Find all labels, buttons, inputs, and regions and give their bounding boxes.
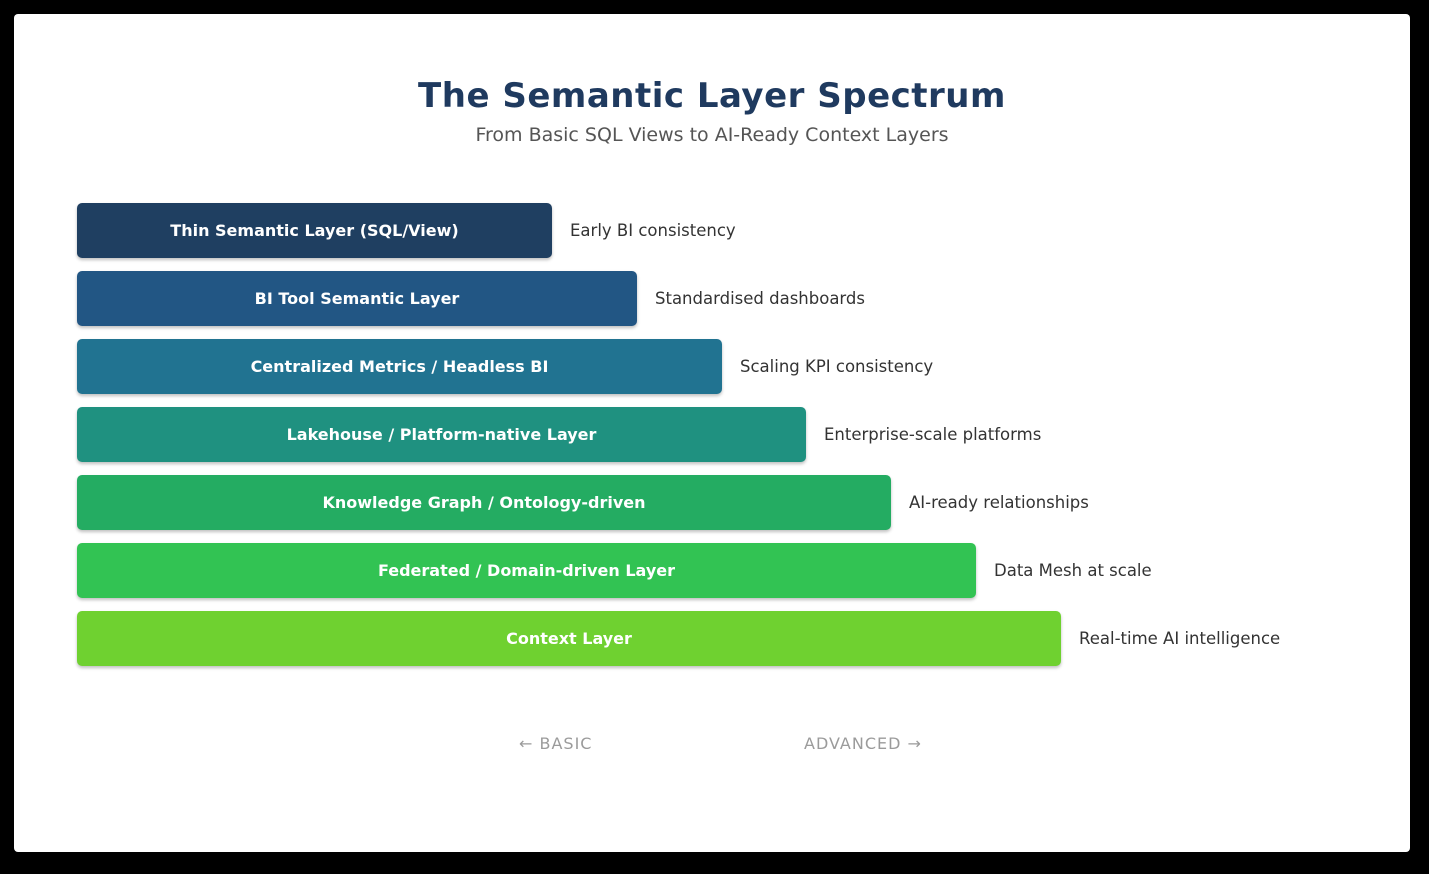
bar-label: Knowledge Graph / Ontology-driven	[322, 493, 646, 512]
page-subtitle: From Basic SQL Views to AI-Ready Context…	[475, 124, 949, 146]
bar-label: BI Tool Semantic Layer	[254, 289, 460, 308]
infographic-card: The Semantic Layer Spectrum From Basic S…	[14, 14, 1410, 852]
bar-row-centralized-metrics: Centralized Metrics / Headless BI Scalin…	[77, 339, 933, 394]
bar-annotation: Data Mesh at scale	[994, 561, 1152, 580]
bar-row-knowledge-graph: Knowledge Graph / Ontology-driven AI-rea…	[77, 475, 1089, 530]
bar-knowledge-graph: Knowledge Graph / Ontology-driven	[77, 475, 891, 530]
bar-row-lakehouse-platform-native: Lakehouse / Platform-native Layer Enterp…	[77, 407, 1041, 462]
bar-annotation: Enterprise-scale platforms	[824, 425, 1042, 444]
bar-row-bi-tool-semantic-layer: BI Tool Semantic Layer Standardised dash…	[77, 271, 865, 326]
bar-centralized-metrics: Centralized Metrics / Headless BI	[77, 339, 722, 394]
bar-row-thin-semantic-layer: Thin Semantic Layer (SQL/View) Early BI …	[77, 203, 736, 258]
bar-annotation: Early BI consistency	[570, 221, 736, 240]
bar-thin-semantic-layer: Thin Semantic Layer (SQL/View)	[77, 203, 552, 258]
page-title: The Semantic Layer Spectrum	[418, 76, 1006, 116]
bar-annotation: Scaling KPI consistency	[740, 357, 934, 376]
bar-context-layer: Context Layer	[77, 611, 1061, 666]
bar-lakehouse-platform-native: Lakehouse / Platform-native Layer	[77, 407, 806, 462]
bar-label: Thin Semantic Layer (SQL/View)	[170, 221, 459, 240]
bar-label: Context Layer	[506, 629, 632, 648]
axis-label-advanced: ADVANCED →	[804, 734, 922, 753]
bar-annotation: Real-time AI intelligence	[1079, 629, 1281, 648]
bar-bi-tool-semantic-layer: BI Tool Semantic Layer	[77, 271, 637, 326]
bar-row-federated-domain-driven: Federated / Domain-driven Layer Data Mes…	[77, 543, 1152, 598]
axis-label-basic: ← BASIC	[519, 734, 593, 753]
bar-federated-domain-driven: Federated / Domain-driven Layer	[77, 543, 976, 598]
bar-annotation: Standardised dashboards	[655, 289, 865, 308]
bar-row-context-layer: Context Layer Real-time AI intelligence	[77, 611, 1280, 666]
bar-label: Federated / Domain-driven Layer	[377, 561, 676, 580]
bar-annotation: AI-ready relationships	[909, 493, 1089, 512]
bar-label: Lakehouse / Platform-native Layer	[286, 425, 597, 444]
bar-label: Centralized Metrics / Headless BI	[250, 357, 549, 376]
